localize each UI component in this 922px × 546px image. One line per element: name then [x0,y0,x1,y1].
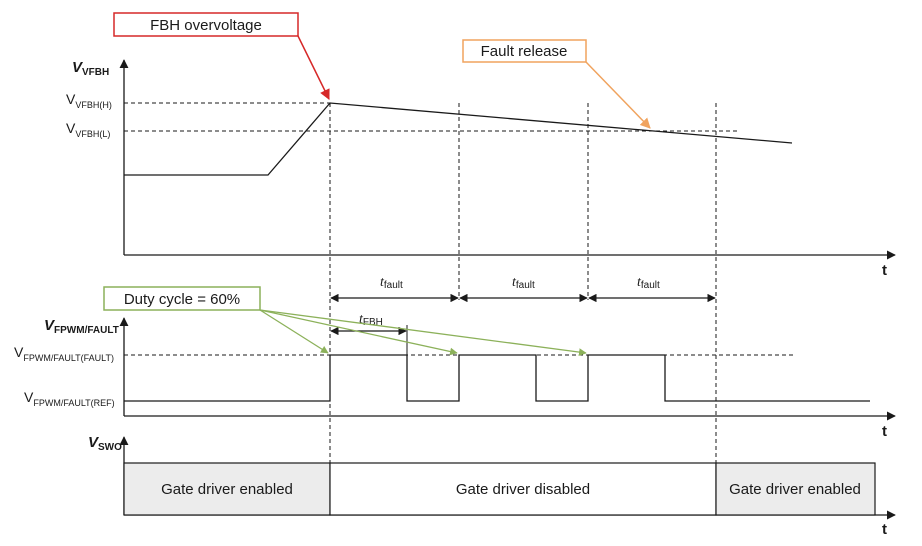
duty-cycle-box [103,286,261,311]
duty-cycle-pointer-2 [259,309,458,356]
t-fault-label-1: tfault [380,275,403,291]
t-fault-label-2: tfault [512,275,535,291]
vfpwm-waveform [124,354,870,402]
vfpwm-panel: VFPWM/FAULT t VFPWM/FAULT(FAULT) VFPWM/F… [14,312,896,440]
vswo-panel: VSWO t Gate driver enabled Gate driver d… [88,434,896,538]
state-box-disabled [329,462,717,516]
state-text-enabled-right: Gate driver enabled [729,481,861,498]
state-text-enabled-left: Gate driver enabled [161,481,293,498]
fbh-overvoltage-pointer [297,35,330,100]
state-box-enabled-right [715,462,876,516]
fault-release-text: Fault release [481,43,568,60]
vfbh-waveform [124,102,793,176]
vfpwm-t-label: t [882,423,887,440]
fault-release-pointer [585,61,651,129]
fault-release-box [462,39,587,63]
state-box-enabled-left [123,462,331,516]
duty-cycle-pointer-1 [259,309,329,354]
vfbh-h-label: VVFBH(H) [66,91,112,110]
duty-cycle-pointer-3 [259,309,587,356]
event-markers [329,103,717,515]
t-fault-intervals: tfault tfault tfault [330,275,716,303]
vfpwm-axis-title: VFPWM/FAULT [44,317,119,336]
vfbh-l-label: VVFBH(L) [66,120,110,139]
vfpwm-ref-label: VFPWM/FAULT(REF) [24,389,115,408]
fbh-overvoltage-box [113,12,299,37]
t-fbh-label: tFBH [359,312,383,328]
vfbh-t-label: t [882,262,887,279]
duty-cycle-callout: Duty cycle = 60% [103,286,587,356]
vswo-axis-title: VSWO [88,434,122,453]
vswo-t-label: t [882,521,887,538]
vfpwm-fault-label: VFPWM/FAULT(FAULT) [14,344,114,363]
duty-cycle-text: Duty cycle = 60% [124,291,240,308]
vfbh-axis-title: VVFBH [72,59,109,78]
fbh-overvoltage-text: FBH overvoltage [150,17,262,34]
fbh-overvoltage-callout: FBH overvoltage [113,12,330,100]
fault-release-callout: Fault release [462,39,651,129]
state-text-disabled: Gate driver disabled [456,481,590,498]
t-fault-label-3: tfault [637,275,660,291]
vfbh-panel: VVFBH t VVFBH(H) VVFBH(L) [66,59,896,279]
